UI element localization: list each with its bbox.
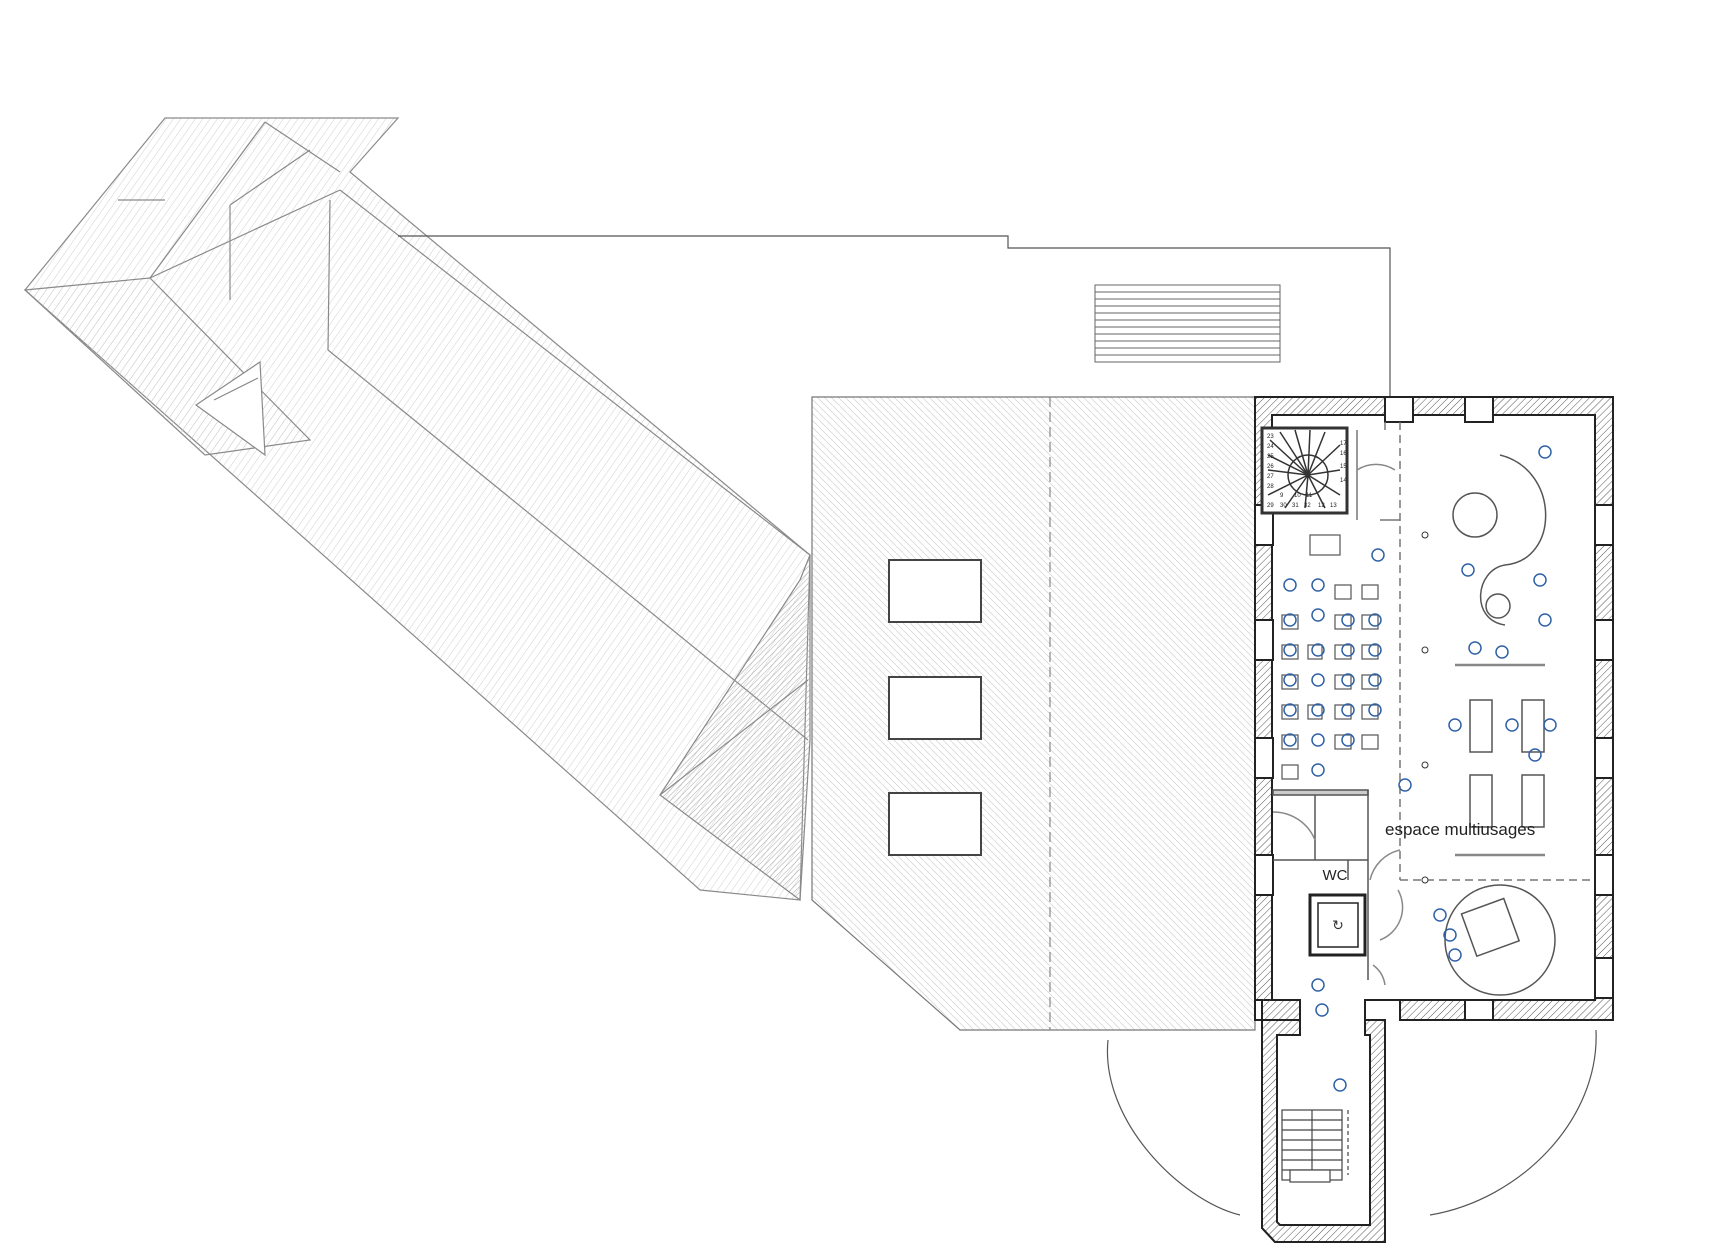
room-label-wc: WC [1323,867,1348,884]
central-roof [811,396,1256,1031]
stair-step-number: 27 [1267,474,1274,480]
stair-step-number: 14 [1340,478,1347,484]
stair-step-number: 12 [1318,503,1325,509]
stair-step-number: 13 [1330,503,1337,509]
room-label-multipurpose: espace multiusages [1385,820,1535,839]
site-outline [398,235,1391,397]
multipurpose-furniture [1444,454,1556,996]
elevator: ↻ [1308,893,1367,957]
diagonal-wing-roof [23,117,811,902]
people-figures [1283,445,1557,1092]
interior-partitions [1272,422,1595,986]
stair-step-number: 24 [1267,444,1274,450]
stair-step-number: 23 [1267,434,1274,440]
tower-walls [1254,396,1614,1243]
column-markers [1421,531,1429,884]
stair-step-number: 31 [1292,503,1299,509]
skylight [888,559,982,623]
stair-step-number: 28 [1267,484,1274,490]
roof-vent [1094,284,1281,363]
stair-step-number: 16 [1340,451,1347,457]
stair-step-number: 29 [1267,503,1274,509]
stair-step-number: 30 [1280,503,1287,509]
stair-step-number: 25 [1267,454,1274,460]
stair-step-number: 11 [1306,493,1313,499]
stair-step-number: 15 [1340,464,1347,470]
stair-step-number: 26 [1267,464,1274,470]
skylight [888,792,982,856]
spiral-staircase [1260,426,1396,520]
stair-step-number: 17 [1340,441,1347,447]
garden-arcs [1106,1029,1597,1216]
stair-step-number: 9 [1280,493,1284,499]
svg-text:↻: ↻ [1332,918,1344,934]
straight-staircase [1281,1109,1349,1183]
stair-step-number: 10 [1294,493,1301,499]
stair-step-number: 32 [1304,503,1311,509]
skylight [888,676,982,740]
